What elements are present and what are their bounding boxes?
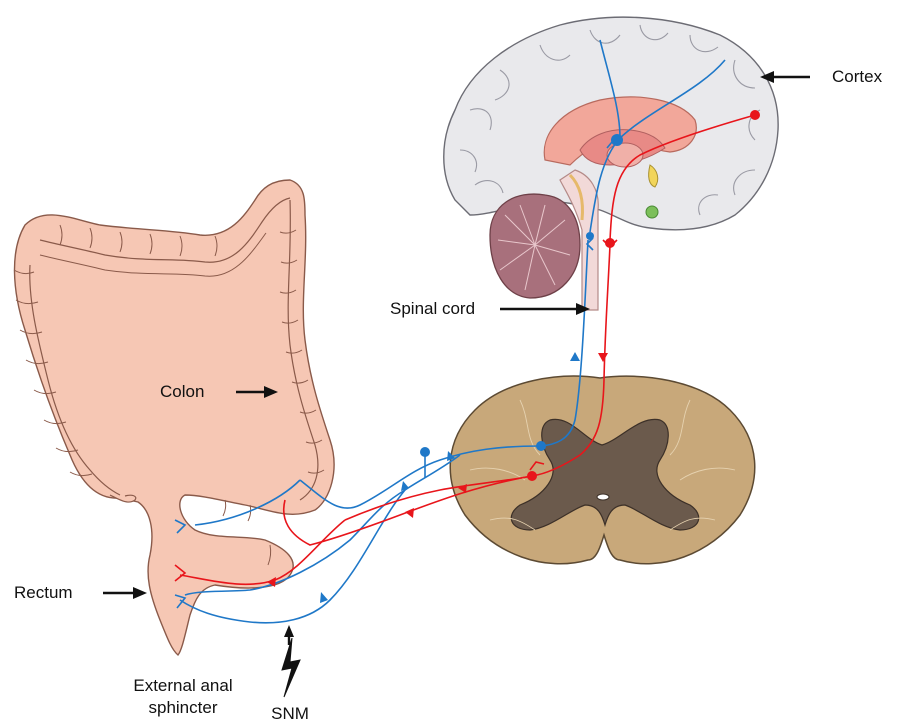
external-anal-sphincter-label-line2: sphincter	[118, 698, 248, 718]
lightning-bolt-icon	[282, 638, 300, 697]
central-canal	[597, 494, 609, 500]
snm-label: SNM	[262, 704, 318, 724]
rectum-label: Rectum	[14, 583, 73, 603]
colon-label: Colon	[160, 382, 204, 402]
cortex-label: Cortex	[832, 67, 882, 87]
spinal-cord-label: Spinal cord	[390, 299, 475, 319]
brain-illustration	[444, 17, 778, 310]
arrow-up-icon	[284, 625, 294, 645]
external-anal-sphincter-label-line1: External anal	[118, 676, 248, 696]
arrow-right-icon	[103, 587, 147, 599]
arrow-right-icon	[500, 303, 590, 315]
